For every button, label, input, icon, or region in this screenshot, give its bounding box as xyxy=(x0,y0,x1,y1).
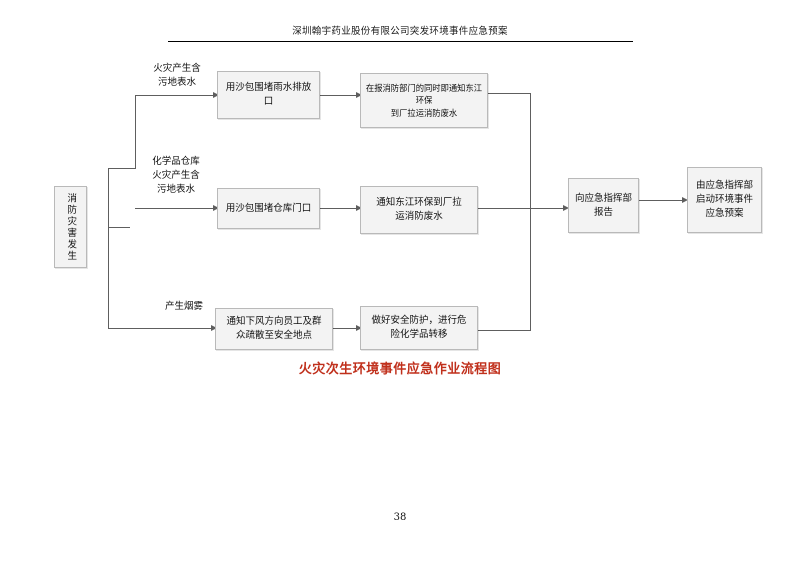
flow-node-sandbag-warehouse-door-label: 用沙包围堵仓库门口 xyxy=(225,202,312,214)
connector-mid-row-3-4 xyxy=(320,208,358,209)
connector-top-to-bus xyxy=(488,93,530,94)
flow-node-fire-incident[interactable]: 消防灾害发生 xyxy=(54,186,87,268)
arrow-branch1 xyxy=(213,91,219,98)
figure-caption: 火灾次生环境事件应急作业流程图 xyxy=(298,362,502,377)
flow-node-notify-dongjiang-fire-label: 在报消防部门的同时即通知东江环保 到厂拉运消防废水 xyxy=(365,83,483,118)
header-divider xyxy=(168,41,633,42)
flow-node-report-command-center[interactable]: 向应急指挥部 报告 xyxy=(568,178,639,233)
arrow-top-row xyxy=(356,91,362,98)
arrow-branch3 xyxy=(211,324,217,331)
edge-label-branch-smoke: 产生烟雾 xyxy=(164,301,203,312)
flow-node-fire-incident-label: 消防灾害发生 xyxy=(65,192,77,262)
flow-node-protect-and-transfer-label: 做好安全防护，进行危 险化学品转移 xyxy=(371,315,467,340)
connector-mid-to-report xyxy=(478,208,565,209)
arrow-branch2 xyxy=(213,204,219,211)
connector-start-out xyxy=(108,227,130,228)
connector-report-to-activate xyxy=(639,200,684,201)
connector-bot-row-5-6 xyxy=(333,328,358,329)
page-number: 38 xyxy=(393,512,407,523)
flow-node-activate-emergency-plan-label: 由应急指挥部 启动环境事件 应急预案 xyxy=(695,180,753,219)
flow-node-notify-dongjiang-haul-label: 通知东江环保到厂拉 运消防废水 xyxy=(376,197,462,222)
flow-node-notify-dongjiang-haul[interactable]: 通知东江环保到厂拉 运消防废水 xyxy=(360,186,478,234)
flow-node-report-command-center-label: 向应急指挥部 报告 xyxy=(574,192,632,218)
flow-node-sandbag-stormdrain-label: 用沙包围堵雨水排放 口 xyxy=(225,82,312,107)
connector-branch1-stub xyxy=(108,168,135,169)
connector-branch2-run xyxy=(135,208,215,209)
flow-node-notify-dongjiang-fire[interactable]: 在报消防部门的同时即通知东江环保 到厂拉运消防废水 xyxy=(360,73,488,128)
connector-branch3-drop xyxy=(108,227,109,328)
connector-branch1-run xyxy=(135,95,215,96)
flow-node-activate-emergency-plan[interactable]: 由应急指挥部 启动环境事件 应急预案 xyxy=(687,167,762,233)
connector-branch3-run xyxy=(108,328,213,329)
connector-branch1-riser xyxy=(135,95,136,169)
edge-label-branch-warehouse-water: 化学品仓库 火灾产生含 污地表水 xyxy=(152,156,200,195)
edge-label-branch-surface-water: 火灾产生含 污地表水 xyxy=(153,63,201,88)
connector-bottom-to-bus xyxy=(478,330,530,331)
arrow-bot-row xyxy=(356,324,362,331)
flow-node-protect-and-transfer[interactable]: 做好安全防护，进行危 险化学品转移 xyxy=(360,306,478,350)
arrow-to-activate xyxy=(682,196,688,203)
flow-node-evacuate-downwind-label: 通知下风方向员工及群 众疏散至安全地点 xyxy=(226,316,322,341)
arrow-mid-row xyxy=(356,204,362,211)
flow-node-sandbag-stormdrain[interactable]: 用沙包围堵雨水排放 口 xyxy=(217,71,320,119)
connector-merge-bus xyxy=(530,93,531,331)
flow-node-evacuate-downwind[interactable]: 通知下风方向员工及群 众疏散至安全地点 xyxy=(215,308,333,350)
flow-node-sandbag-warehouse-door[interactable]: 用沙包围堵仓库门口 xyxy=(217,188,320,229)
arrow-to-report xyxy=(563,204,569,211)
document-header: 深圳翰宇药业股份有限公司突发环境事件应急预案 xyxy=(292,26,508,37)
connector-top-row-1-2 xyxy=(320,95,358,96)
